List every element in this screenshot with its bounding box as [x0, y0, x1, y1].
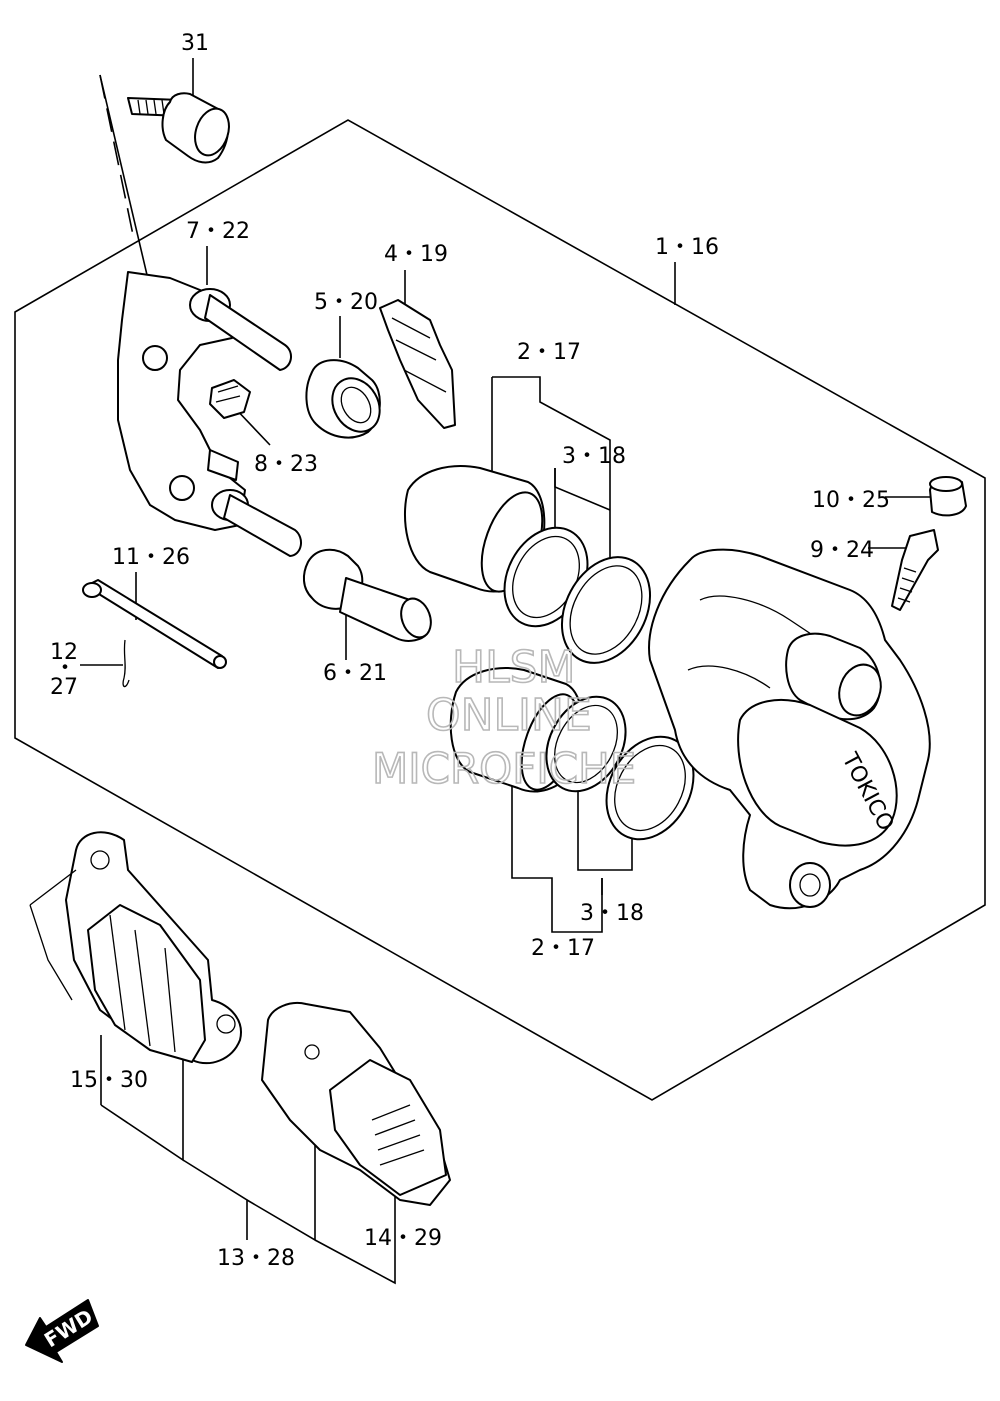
- callout-9-24: 9・24: [810, 538, 874, 563]
- callout-10-25: 10・25: [812, 488, 890, 513]
- watermark-line-2: ONLINE: [426, 690, 592, 741]
- callout-7-22: 7・22: [186, 219, 250, 244]
- seal-3-lower: [545, 695, 695, 841]
- watermark: HLSM ONLINE MICROFICHE: [371, 641, 637, 794]
- callout-27: 27: [50, 675, 78, 700]
- callout-12: 12: [50, 640, 78, 665]
- callout-5-20: 5・20: [314, 290, 378, 315]
- seal-3-upper: [503, 526, 652, 664]
- callout-8-23: 8・23: [254, 452, 318, 477]
- slide-pin-boot-6: [302, 548, 432, 642]
- bolt-31: [127, 92, 230, 164]
- callout-1-16: 1・16: [655, 235, 719, 260]
- pad-spring-clip-8: [209, 379, 251, 419]
- callout-31: 31: [181, 31, 209, 56]
- brake-pad-15: [29, 831, 242, 1065]
- caliper-body: TOKICO: [648, 548, 931, 910]
- pad-pin-11: [82, 579, 227, 669]
- callout-2-17-top: 2・17: [517, 340, 581, 365]
- callout-3-18-top: 3・18: [562, 444, 626, 469]
- callout-13-28: 13・28: [217, 1246, 295, 1271]
- pad-pin-clip-12: [122, 639, 130, 688]
- assembly-boundary: [14, 119, 986, 1101]
- bleeder-valve-9: [891, 529, 939, 611]
- callout-2-17-bottom: 2・17: [531, 936, 595, 961]
- boot-5: [305, 359, 381, 439]
- bleeder-cap-10: [929, 476, 967, 517]
- callout-15-30: 15・30: [70, 1068, 148, 1093]
- callout-12-27-separator: ・: [54, 656, 76, 681]
- forward-arrow-icon: FWD: [25, 1299, 99, 1363]
- pad-spring-4: [379, 299, 456, 429]
- watermark-line-3: MICROFICHE: [372, 744, 636, 793]
- callout-3-18-bottom: 3・18: [580, 901, 644, 926]
- callout-6-21: 6・21: [323, 661, 387, 686]
- caliper-bracket: [117, 271, 302, 557]
- callout-labels: 31 7・22 4・19 5・20 1・16 2・17 3・18 8・23 10…: [50, 31, 890, 1271]
- watermark-line-1: HLSM: [452, 642, 576, 693]
- brake-pad-14: [261, 1002, 451, 1206]
- callout-14-29: 14・29: [364, 1226, 442, 1251]
- callout-4-19: 4・19: [384, 242, 448, 267]
- callout-11-26: 11・26: [112, 545, 190, 570]
